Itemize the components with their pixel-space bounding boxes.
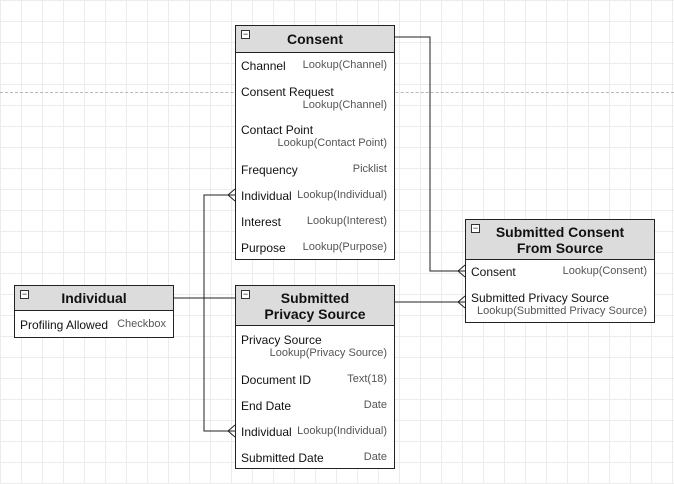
collapse-icon[interactable]: − bbox=[241, 29, 250, 39]
field-type: Lookup(Individual) bbox=[297, 189, 387, 201]
entity-title: Consent bbox=[287, 31, 343, 47]
crowfoot-scfs-consent bbox=[457, 264, 466, 278]
field-name: Document ID bbox=[241, 373, 312, 387]
field-type: Lookup(Privacy Source) bbox=[269, 347, 387, 359]
collapse-icon[interactable]: − bbox=[20, 289, 29, 299]
field-name: Submitted Date bbox=[241, 451, 324, 465]
field-name: Frequency bbox=[241, 163, 298, 177]
field-name: Purpose bbox=[241, 241, 286, 255]
field-type: Lookup(Channel) bbox=[302, 99, 387, 111]
entity-submitted-privacy-source-header[interactable]: − Submitted Privacy Source bbox=[236, 286, 394, 326]
entity-individual-header[interactable]: − Individual bbox=[15, 286, 173, 311]
entity-individual[interactable]: − Individual Profiling Allowed Checkbox bbox=[14, 285, 174, 338]
field-name: Interest bbox=[241, 215, 282, 229]
field-type: Picklist bbox=[352, 163, 387, 175]
field-name: Contact Point bbox=[241, 123, 314, 137]
entity-submitted-consent-from-source-header[interactable]: − Submitted Consent From Source bbox=[466, 220, 654, 260]
collapse-icon[interactable]: − bbox=[471, 223, 480, 233]
collapse-icon[interactable]: − bbox=[241, 289, 250, 299]
field-name: Consent Request bbox=[241, 85, 334, 99]
entity-title-line-2: From Source bbox=[516, 239, 604, 256]
entity-consent[interactable]: − Consent Channel Lookup(Channel) Consen… bbox=[235, 25, 395, 260]
entity-title-line-1: Submitted Consent bbox=[495, 223, 625, 240]
connector-consent-to-scfs bbox=[395, 36, 465, 272]
field-name: Channel bbox=[241, 59, 286, 73]
field-type: Lookup(Individual) bbox=[297, 425, 387, 437]
crowfoot-privacy-source-individual bbox=[227, 424, 236, 438]
connector-individual-to-privacy-source bbox=[203, 297, 235, 432]
field-type: Lookup(Channel) bbox=[302, 59, 387, 71]
field-type: Text(18) bbox=[347, 373, 387, 385]
field-name: End Date bbox=[241, 399, 292, 413]
entity-title-line-1: Submitted bbox=[280, 289, 350, 306]
field-name: Consent bbox=[471, 265, 516, 279]
field-type: Date bbox=[363, 399, 387, 411]
crowfoot-consent-individual bbox=[227, 188, 236, 202]
crowfoot-scfs-privacy-source bbox=[457, 295, 466, 309]
field-type: Lookup(Interest) bbox=[306, 215, 387, 227]
entity-title-line-2: Privacy Source bbox=[264, 305, 366, 322]
field-type: Lookup(Consent) bbox=[562, 265, 647, 277]
field-name: Individual bbox=[241, 189, 292, 203]
field-name: Privacy Source bbox=[241, 333, 322, 347]
field-type: Lookup(Submitted Privacy Source) bbox=[477, 305, 647, 317]
entity-title: Individual bbox=[61, 290, 127, 306]
field-name: Submitted Privacy Source bbox=[471, 291, 610, 305]
field-type: Date bbox=[363, 451, 387, 463]
entity-submitted-consent-from-source[interactable]: − Submitted Consent From Source Consent … bbox=[465, 219, 655, 323]
field-name: Individual bbox=[241, 425, 292, 439]
field-type: Checkbox bbox=[117, 318, 166, 330]
field-name: Profiling Allowed bbox=[20, 318, 109, 332]
field-type: Lookup(Purpose) bbox=[302, 241, 387, 253]
entity-consent-header[interactable]: − Consent bbox=[236, 26, 394, 53]
entity-submitted-privacy-source[interactable]: − Submitted Privacy Source Privacy Sourc… bbox=[235, 285, 395, 469]
connector-individual-to-consent bbox=[174, 194, 235, 299]
field-type: Lookup(Contact Point) bbox=[277, 137, 387, 149]
